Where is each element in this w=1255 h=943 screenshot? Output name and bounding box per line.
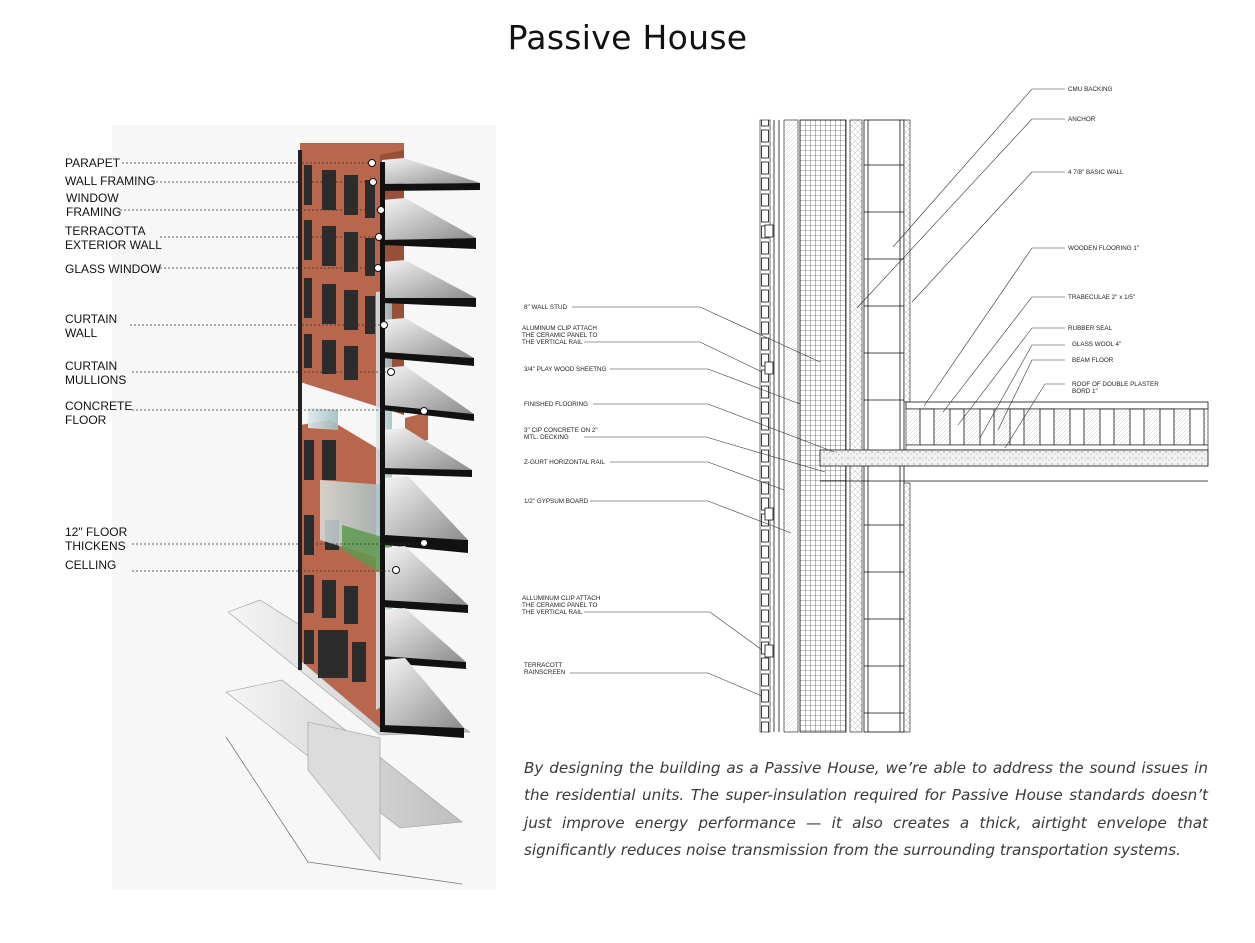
label-roof-plaster-2: BORD 1" [1072,388,1098,395]
detail-leaders-right [856,88,1065,449]
label-clip-top-2: THE CERAMIC PANEL TO [522,332,598,339]
label-trabeculae: TRABECULAE 2" x 1/5" [1068,294,1136,301]
label-wooden-flooring: WOODEN FLOORING 1" [1068,245,1140,252]
label-clip-bot-1: ALLUMINUM CLIP ATTACH [522,595,601,602]
label-rainscreen-2: RAINSCREEN [524,669,566,676]
building-axonometric [112,125,496,890]
upper-windows [304,165,375,380]
label-floor-thickens-1: 12" FLOOR [65,525,128,539]
trabeculae [919,408,1205,446]
label-clip-top-1: ALUMINUM CLIP ATTACH [522,325,597,332]
base-wedge [307,721,381,861]
label-curtain-wall-2: WALL [65,326,98,340]
label-curtain-mullions-2: MULLIONS [65,373,127,387]
label-concrete-floor-2: FLOOR [65,413,107,427]
cmu-backing [863,119,905,733]
label-finished-flooring: FINISHED FLOORING [524,401,589,408]
label-gypsum: 1/2" GYPSUM BOARD [524,498,589,505]
label-clip-bot-2: THE CERAMIC PANEL TO [522,602,598,609]
stud-insulation [783,119,799,733]
label-cmu-backing: CMU BACKING [1068,86,1113,93]
mullion-edge [380,162,385,732]
label-anchor: ANCHOR [1068,116,1096,123]
label-window-framing-1: WINDOW [66,191,119,205]
label-wall-framing: WALL FRAMING [65,174,156,188]
label-terracotta-2: EXTERIOR WALL [65,238,162,252]
ground-line [225,736,463,885]
label-terracotta-1: TERRACOTTA [65,224,146,238]
cip-concrete [819,449,1209,467]
wooden-flooring [905,401,1209,410]
label-z-gurt: Z-GURT HORIZONTAL RAIL [524,459,605,466]
label-curtain-mullions-1: CURTAIN [65,359,118,373]
label-wall-stud: 8" WALL STUD [524,304,568,311]
label-celling: CELLING [65,558,117,572]
label-basic-wall: 4 7/8" BASIC WALL [1068,169,1124,176]
label-plywood: 3/4" PLAY WOOD SHEETNG [524,366,607,373]
green-ceiling [342,525,392,580]
label-rubber-seal: RUBBER SEAL [1068,325,1113,332]
leader-lines [120,162,423,572]
leader-dots [368,159,428,574]
description-paragraph: By designing the building as a Passive H… [524,759,1208,860]
label-roof-plaster-1: ROOF OF DOUBLE PLASTER [1072,381,1159,388]
axonometric-labels: PARAPET WALL FRAMING WINDOW FRAMING TERR… [0,0,500,943]
label-clip-top-3: THE VERTICAL RAIL [522,339,583,346]
label-concrete-2: MTL. DECKING [524,434,569,441]
label-parapet: PARAPET [65,156,121,170]
page-title: Passive House [507,18,748,57]
label-beam-floor: BEAM FLOOR [1072,357,1114,364]
label-concrete-1: 3" CIP CONCRETE ON 2" [524,427,598,434]
label-concrete-floor-1: CONCRETE [65,399,133,413]
label-glass-window: GLASS WINDOW [65,262,162,276]
label-floor-thickens-2: THICKENS [65,539,126,553]
label-clip-bot-3: THE VERTICAL RAIL [522,609,583,616]
floor-slabs [382,158,480,738]
label-rainscreen-1: TERRACOTT [524,662,563,669]
aluminum-clips [764,224,774,658]
detail-leaders-left [570,306,835,697]
label-curtain-wall-1: CURTAIN [65,312,118,326]
insulation-grid [799,119,847,733]
label-glass-wool: GLASS WOOL 4" [1072,341,1122,348]
label-window-framing-2: FRAMING [66,205,122,219]
